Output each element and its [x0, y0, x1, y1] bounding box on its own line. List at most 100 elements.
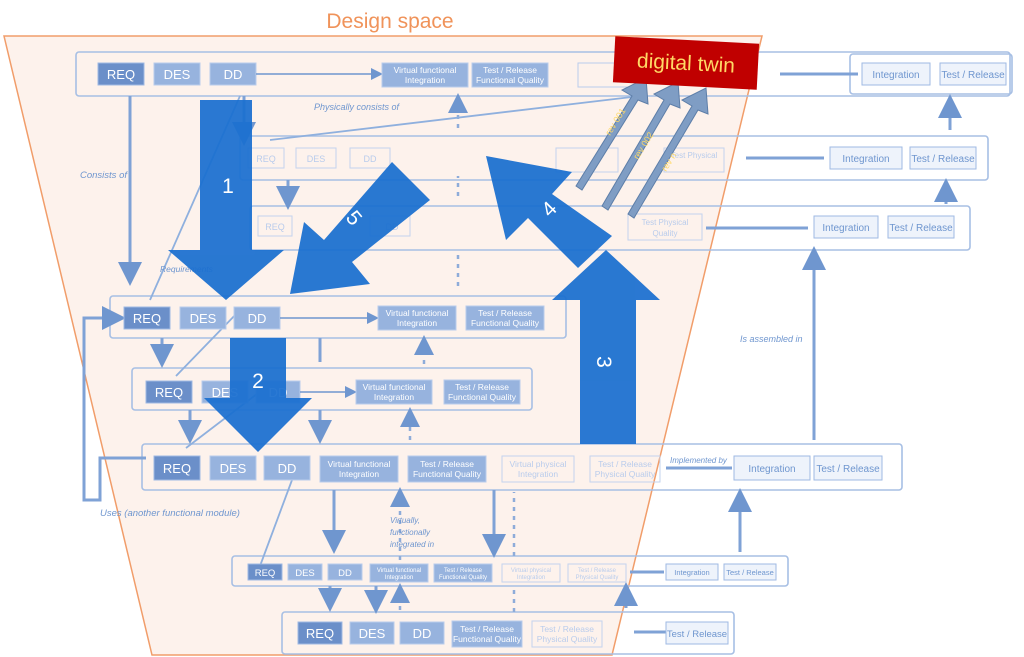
row6-des-label: DES — [220, 461, 247, 476]
row4-vf-box — [377, 305, 457, 331]
row8-tp-label-2: Physical Quality — [537, 634, 598, 644]
row7-tr-label-2: Functional Quality — [439, 575, 487, 581]
row1-vf-label-1: Virtual functional — [394, 65, 457, 75]
row8-test-label: Test / Release — [667, 629, 727, 640]
row7-dd-box — [327, 563, 363, 581]
row6-des-box — [209, 455, 257, 481]
design-space-title: Design space — [326, 10, 453, 33]
row6-tr-label-2: Functional Quality — [413, 469, 482, 479]
uses-loop-line — [82, 306, 146, 502]
row8-des-box — [349, 621, 395, 645]
row6-integration-label: Integration — [748, 464, 795, 475]
row7-tp-box — [567, 563, 627, 583]
row1-tr-label-2: Functional Quality — [476, 75, 545, 85]
row2-test-label: Test / Release — [911, 154, 975, 165]
row8-tr-label-2: Functional Quality — [453, 634, 522, 644]
row1-test-box — [939, 62, 1007, 86]
row7-des-box — [287, 563, 323, 581]
row4-vf-label-2: Integration — [397, 318, 437, 328]
row-frame-5 — [131, 367, 533, 411]
row8-tr-label-1: Test / Release — [460, 624, 514, 634]
step-number-3: 3 — [592, 356, 615, 368]
rev-arrow-2 — [601, 81, 681, 211]
row7-tp-label-2: Physical Quality — [576, 575, 619, 581]
row3-tp-label-2: Quality — [653, 229, 678, 238]
row-frame-6 — [141, 443, 903, 491]
row5-tr-box — [443, 379, 521, 405]
row-frame-7 — [231, 555, 789, 587]
row1-des-box — [153, 62, 201, 86]
rev-arrow-1 — [575, 77, 649, 191]
row6-tr-label-1: Test / Release — [420, 459, 474, 469]
row2-integration-box — [829, 146, 903, 170]
row8-dd-label: DD — [413, 626, 432, 641]
row7-des-label: DES — [295, 568, 315, 579]
row-frame-8 — [281, 611, 735, 655]
virtually-label: Virtually, — [390, 516, 420, 525]
row7-vp-label-1: Virtual physical — [511, 568, 551, 574]
row7-dd-label: DD — [338, 568, 352, 579]
row2-req-label: REQ — [256, 154, 276, 164]
row7-test-label: Test / Release — [726, 568, 774, 577]
step-arrow-4 — [486, 156, 612, 268]
step-arrow-1 — [168, 100, 284, 300]
row4-tr-box — [465, 305, 545, 331]
row2-dd-box — [349, 147, 391, 169]
row6-dd-label: DD — [278, 461, 297, 476]
step-arrow-5 — [290, 162, 430, 294]
row7-vp-label-2: Integration — [517, 575, 545, 581]
row7-tp-label-1: Test / Release — [578, 568, 617, 574]
row7-integration-label: Integration — [674, 568, 709, 577]
uses-label: Uses (another functional module) — [100, 508, 240, 519]
row7-vp-box — [501, 563, 561, 583]
row5-vf-label-1: Virtual functional — [363, 382, 426, 392]
physically-consists-of-label: Physically consists of — [314, 102, 401, 112]
row1-req-box — [97, 62, 145, 86]
row2-tp-label: Test Physical — [671, 151, 718, 160]
implemented-by-label: Implemented by — [670, 456, 728, 465]
rev-arrow-3 — [627, 87, 709, 219]
row7-integration-box — [665, 563, 719, 581]
row6-req-label: REQ — [163, 461, 191, 476]
row7-vf-label-1: Virtual functional — [377, 568, 421, 574]
row5-tr-label-2: Functional Quality — [448, 392, 517, 402]
row-frame-1 — [75, 51, 1011, 97]
row4-req-label: REQ — [133, 311, 161, 326]
row8-tp-box — [531, 620, 603, 648]
row1-integration-box — [861, 62, 931, 86]
row8-des-label: DES — [359, 626, 386, 641]
row4-dd-label: DD — [248, 311, 267, 326]
row2-dd-label: DD — [364, 154, 377, 164]
row2-test-box — [909, 146, 977, 170]
row7-req-box — [247, 563, 283, 581]
row2-des-box — [295, 147, 337, 169]
row4-vf-label-1: Virtual functional — [386, 308, 449, 318]
row3-integration-label: Integration — [822, 223, 869, 234]
row6-tp-label-2: Physical Quality — [595, 469, 656, 479]
row6-integration-box — [733, 455, 811, 481]
row8-tr-box — [451, 620, 523, 648]
row6-vp-label-2: Integration — [518, 469, 558, 479]
row4-req-box — [123, 306, 171, 330]
integrated-in-label: integrated in — [390, 540, 435, 549]
row6-vf-label-1: Virtual functional — [328, 459, 391, 469]
row6-tp-box — [589, 455, 661, 483]
row6-test-box — [813, 455, 883, 481]
row6-tr-box — [407, 455, 487, 483]
row3-tp-box — [627, 213, 703, 241]
row4-tr-label-2: Functional Quality — [471, 318, 540, 328]
row2-des-label: DES — [307, 154, 326, 164]
row5-vf-label-2: Integration — [374, 392, 414, 402]
row3-test-box — [887, 215, 955, 239]
row6-vp-label-1: Virtual physical — [509, 459, 566, 469]
step-number-1: 1 — [222, 175, 234, 198]
row6-tp-label-1: Test / Release — [598, 459, 652, 469]
digital-twin-label: digital twin — [636, 49, 735, 77]
row6-test-label: Test / Release — [816, 464, 880, 475]
digital-twin-badge — [612, 36, 760, 90]
row6-vp-box — [501, 455, 575, 483]
row1-integration-label: Integration — [872, 70, 919, 81]
row1-req-label: REQ — [107, 67, 135, 82]
row1-test-label: Test / Release — [941, 70, 1005, 81]
